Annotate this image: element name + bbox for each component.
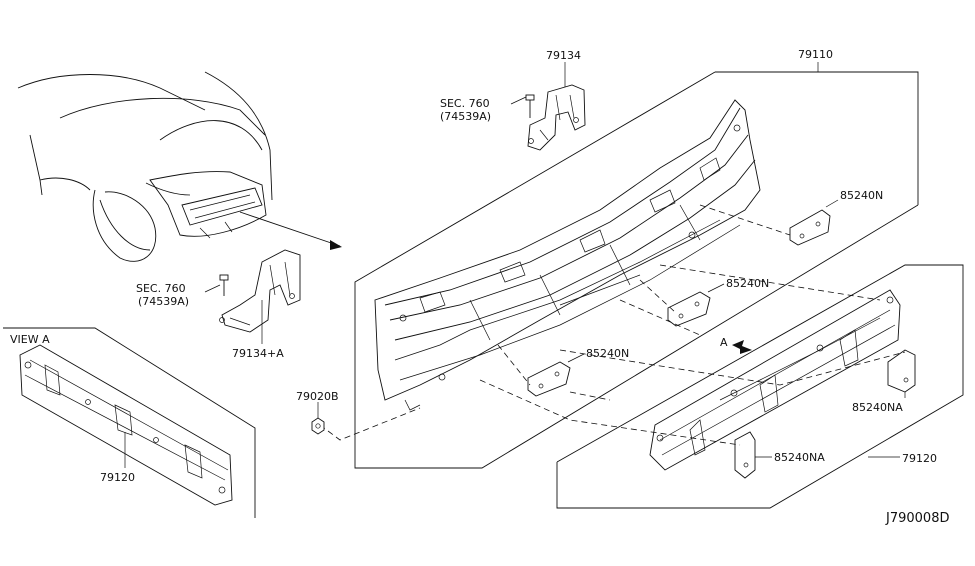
nut-79020B bbox=[311, 402, 325, 435]
label-sec-ref-mid: (74539A) bbox=[138, 295, 189, 308]
car-rear-illustration bbox=[17, 71, 342, 262]
reinforcement-79120 bbox=[649, 289, 901, 471]
bracket-85240N-low bbox=[527, 353, 585, 397]
label-sec-ref-top: (74539A) bbox=[440, 110, 491, 123]
view-a-inset bbox=[3, 327, 256, 518]
bracket-85240NA-low bbox=[734, 431, 772, 479]
labels: 79134 79110 SEC. 760 (74539A) 85240N 852… bbox=[10, 48, 949, 526]
label-79120-main: 79120 bbox=[902, 452, 937, 465]
label-85240N-right: 85240N bbox=[840, 189, 883, 202]
panel-79120-frame bbox=[556, 264, 964, 509]
label-79120-view: 79120 bbox=[100, 471, 135, 484]
label-diagram-id: J790008D bbox=[885, 511, 949, 526]
bracket-79134A bbox=[204, 249, 301, 344]
label-arrow-a: A bbox=[720, 336, 728, 349]
bracket-85240N-mid bbox=[667, 283, 725, 327]
label-79110: 79110 bbox=[798, 48, 833, 61]
panel-79110-frame bbox=[354, 62, 919, 469]
label-79020B: 79020B bbox=[296, 390, 339, 403]
label-sec-760-top: SEC. 760 bbox=[440, 97, 490, 110]
bracket-79134-upper bbox=[510, 62, 586, 151]
label-79134: 79134 bbox=[546, 49, 581, 62]
label-85240N-low: 85240N bbox=[586, 347, 629, 360]
label-view-a: VIEW A bbox=[10, 333, 50, 346]
bracket-85240N-right bbox=[789, 199, 839, 246]
view-a-arrow bbox=[732, 340, 752, 354]
label-85240N-mid: 85240N bbox=[726, 277, 769, 290]
label-85240NA-low: 85240NA bbox=[774, 451, 825, 464]
label-85240NA-right: 85240NA bbox=[852, 401, 903, 414]
dashed-leaders bbox=[319, 204, 906, 446]
bracket-85240NA-right bbox=[887, 349, 916, 398]
label-79134A: 79134+A bbox=[232, 347, 284, 360]
label-sec-760-mid: SEC. 760 bbox=[136, 282, 186, 295]
rear-panel-79110 bbox=[374, 99, 761, 411]
